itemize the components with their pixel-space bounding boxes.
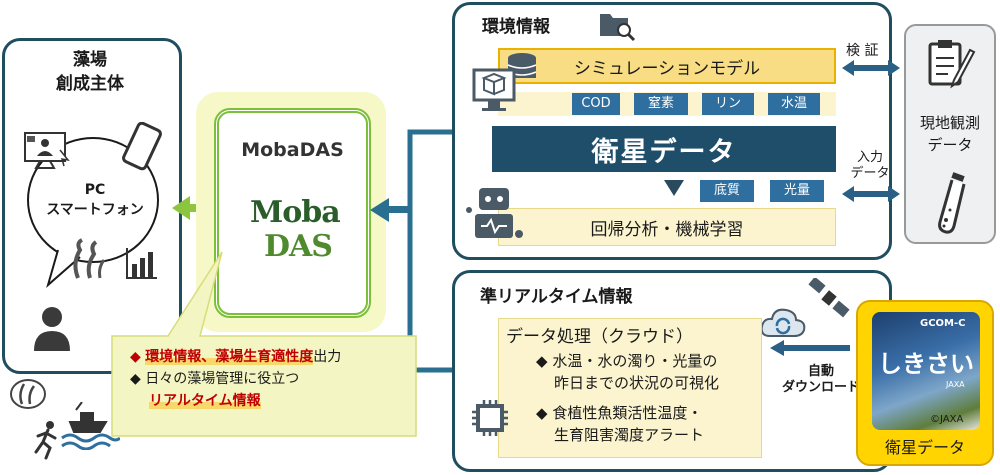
shikisai-sub: JAXA bbox=[946, 380, 965, 389]
folder-search-icon bbox=[600, 14, 636, 42]
red-diamond-icon: ◆ bbox=[130, 349, 141, 365]
tag-sediment: 底質 bbox=[700, 180, 754, 202]
seaweed-thought-icon bbox=[10, 379, 46, 409]
mobadas-title: MobaDAS bbox=[241, 139, 344, 161]
boat-waves-icon bbox=[61, 402, 120, 450]
processing-item-1-cont: 昨日までの状況の可視化 bbox=[554, 374, 720, 392]
device-label: PC スマートフォン bbox=[46, 182, 144, 218]
input-label: 入力 データ bbox=[850, 150, 890, 181]
cloud-sync-icon bbox=[760, 308, 806, 337]
callout-shape bbox=[111, 251, 417, 437]
tag-cod: COD bbox=[572, 93, 620, 115]
diamond-icon: ◆ bbox=[536, 352, 548, 370]
shikisai-credit: ©JAXA bbox=[930, 414, 964, 425]
verify-label: 検 証 bbox=[846, 43, 879, 59]
callout-item-2: ◆ 日々の藻場管理に役立つ bbox=[130, 371, 300, 387]
processing-item-2: ◆ 食植性魚類活性温度・ bbox=[536, 404, 703, 422]
chip-icon bbox=[472, 400, 508, 436]
processing-item-1: ◆ 水温・水の濁り・光量の bbox=[536, 352, 718, 370]
logo-line1: Moba bbox=[250, 195, 341, 230]
flow-connector bbox=[370, 129, 455, 373]
black-diamond-icon: ◆ bbox=[130, 371, 141, 387]
running-person-icon bbox=[34, 421, 57, 460]
server-monitor-icon bbox=[472, 53, 537, 111]
person-icon bbox=[34, 307, 70, 351]
clipboard-pen-icon bbox=[928, 40, 976, 89]
verify-double-arrow bbox=[842, 60, 900, 76]
shikisai-image: GCOM-C しきさい JAXA ©JAXA bbox=[872, 312, 980, 430]
seaweed-icon bbox=[73, 238, 106, 279]
actor-title: 藻場 創成主体 bbox=[56, 50, 124, 94]
robot-icon bbox=[466, 188, 523, 238]
satellite-icon bbox=[808, 278, 850, 318]
shikisai-label: 衛星データ bbox=[884, 438, 965, 457]
pc-monitor-icon bbox=[24, 132, 70, 169]
sim-tags: COD 窒素 リン 水温 bbox=[498, 92, 836, 116]
processing-title: データ処理（クラウド） bbox=[506, 327, 693, 347]
field-label: 現地観測 データ bbox=[919, 114, 980, 154]
logo-line2: DAS bbox=[264, 229, 333, 264]
download-arrow bbox=[770, 340, 850, 356]
satellite-data-bar: 衛星データ bbox=[492, 126, 836, 172]
tag-water-temp: 水温 bbox=[768, 93, 820, 115]
callout-item-3: リアルタイム情報 bbox=[149, 393, 261, 409]
diamond-icon: ◆ bbox=[536, 404, 548, 422]
device-bubble bbox=[27, 137, 159, 288]
callout-item-1: ◆ 環境情報、藻場生育適性度出力 bbox=[130, 349, 342, 365]
simulation-bar: シミュレーションモデル bbox=[498, 48, 836, 84]
down-arrow-icon bbox=[664, 180, 684, 196]
mobadas-logo: Moba DAS bbox=[250, 196, 342, 278]
mobadas-box bbox=[214, 108, 371, 318]
bar-chart-icon bbox=[126, 248, 157, 279]
gcom-label: GCOM-C bbox=[920, 318, 966, 329]
tag-light: 光量 bbox=[770, 180, 824, 202]
processing-item-2-cont: 生育阻害濁度アラート bbox=[554, 426, 705, 444]
tag-phosphorus: リン bbox=[702, 93, 754, 115]
test-tube-icon bbox=[938, 172, 966, 234]
processing-items: ◆ 水温・水の濁り・光量の 昨日までの状況の可視化 ◆ 食植性魚類活性温度・ 生… bbox=[536, 350, 762, 446]
realtime-title: 準リアルタイム情報 bbox=[480, 287, 633, 307]
input-double-arrow bbox=[842, 186, 900, 202]
download-label: 自動 ダウンロード bbox=[781, 364, 860, 395]
callout-text: ◆ 環境情報、藻場生育適性度出力 ◆ 日々の藻場管理に役立つ リアルタイム情報 bbox=[130, 346, 420, 412]
processing-box bbox=[498, 318, 762, 458]
smartphone-icon bbox=[122, 122, 162, 171]
shikisai-name: しきさい bbox=[878, 350, 974, 378]
env-title: 環境情報 bbox=[482, 17, 550, 37]
analysis-bar: 回帰分析・機械学習 bbox=[498, 208, 836, 246]
tag-nitrogen: 窒素 bbox=[634, 93, 688, 115]
